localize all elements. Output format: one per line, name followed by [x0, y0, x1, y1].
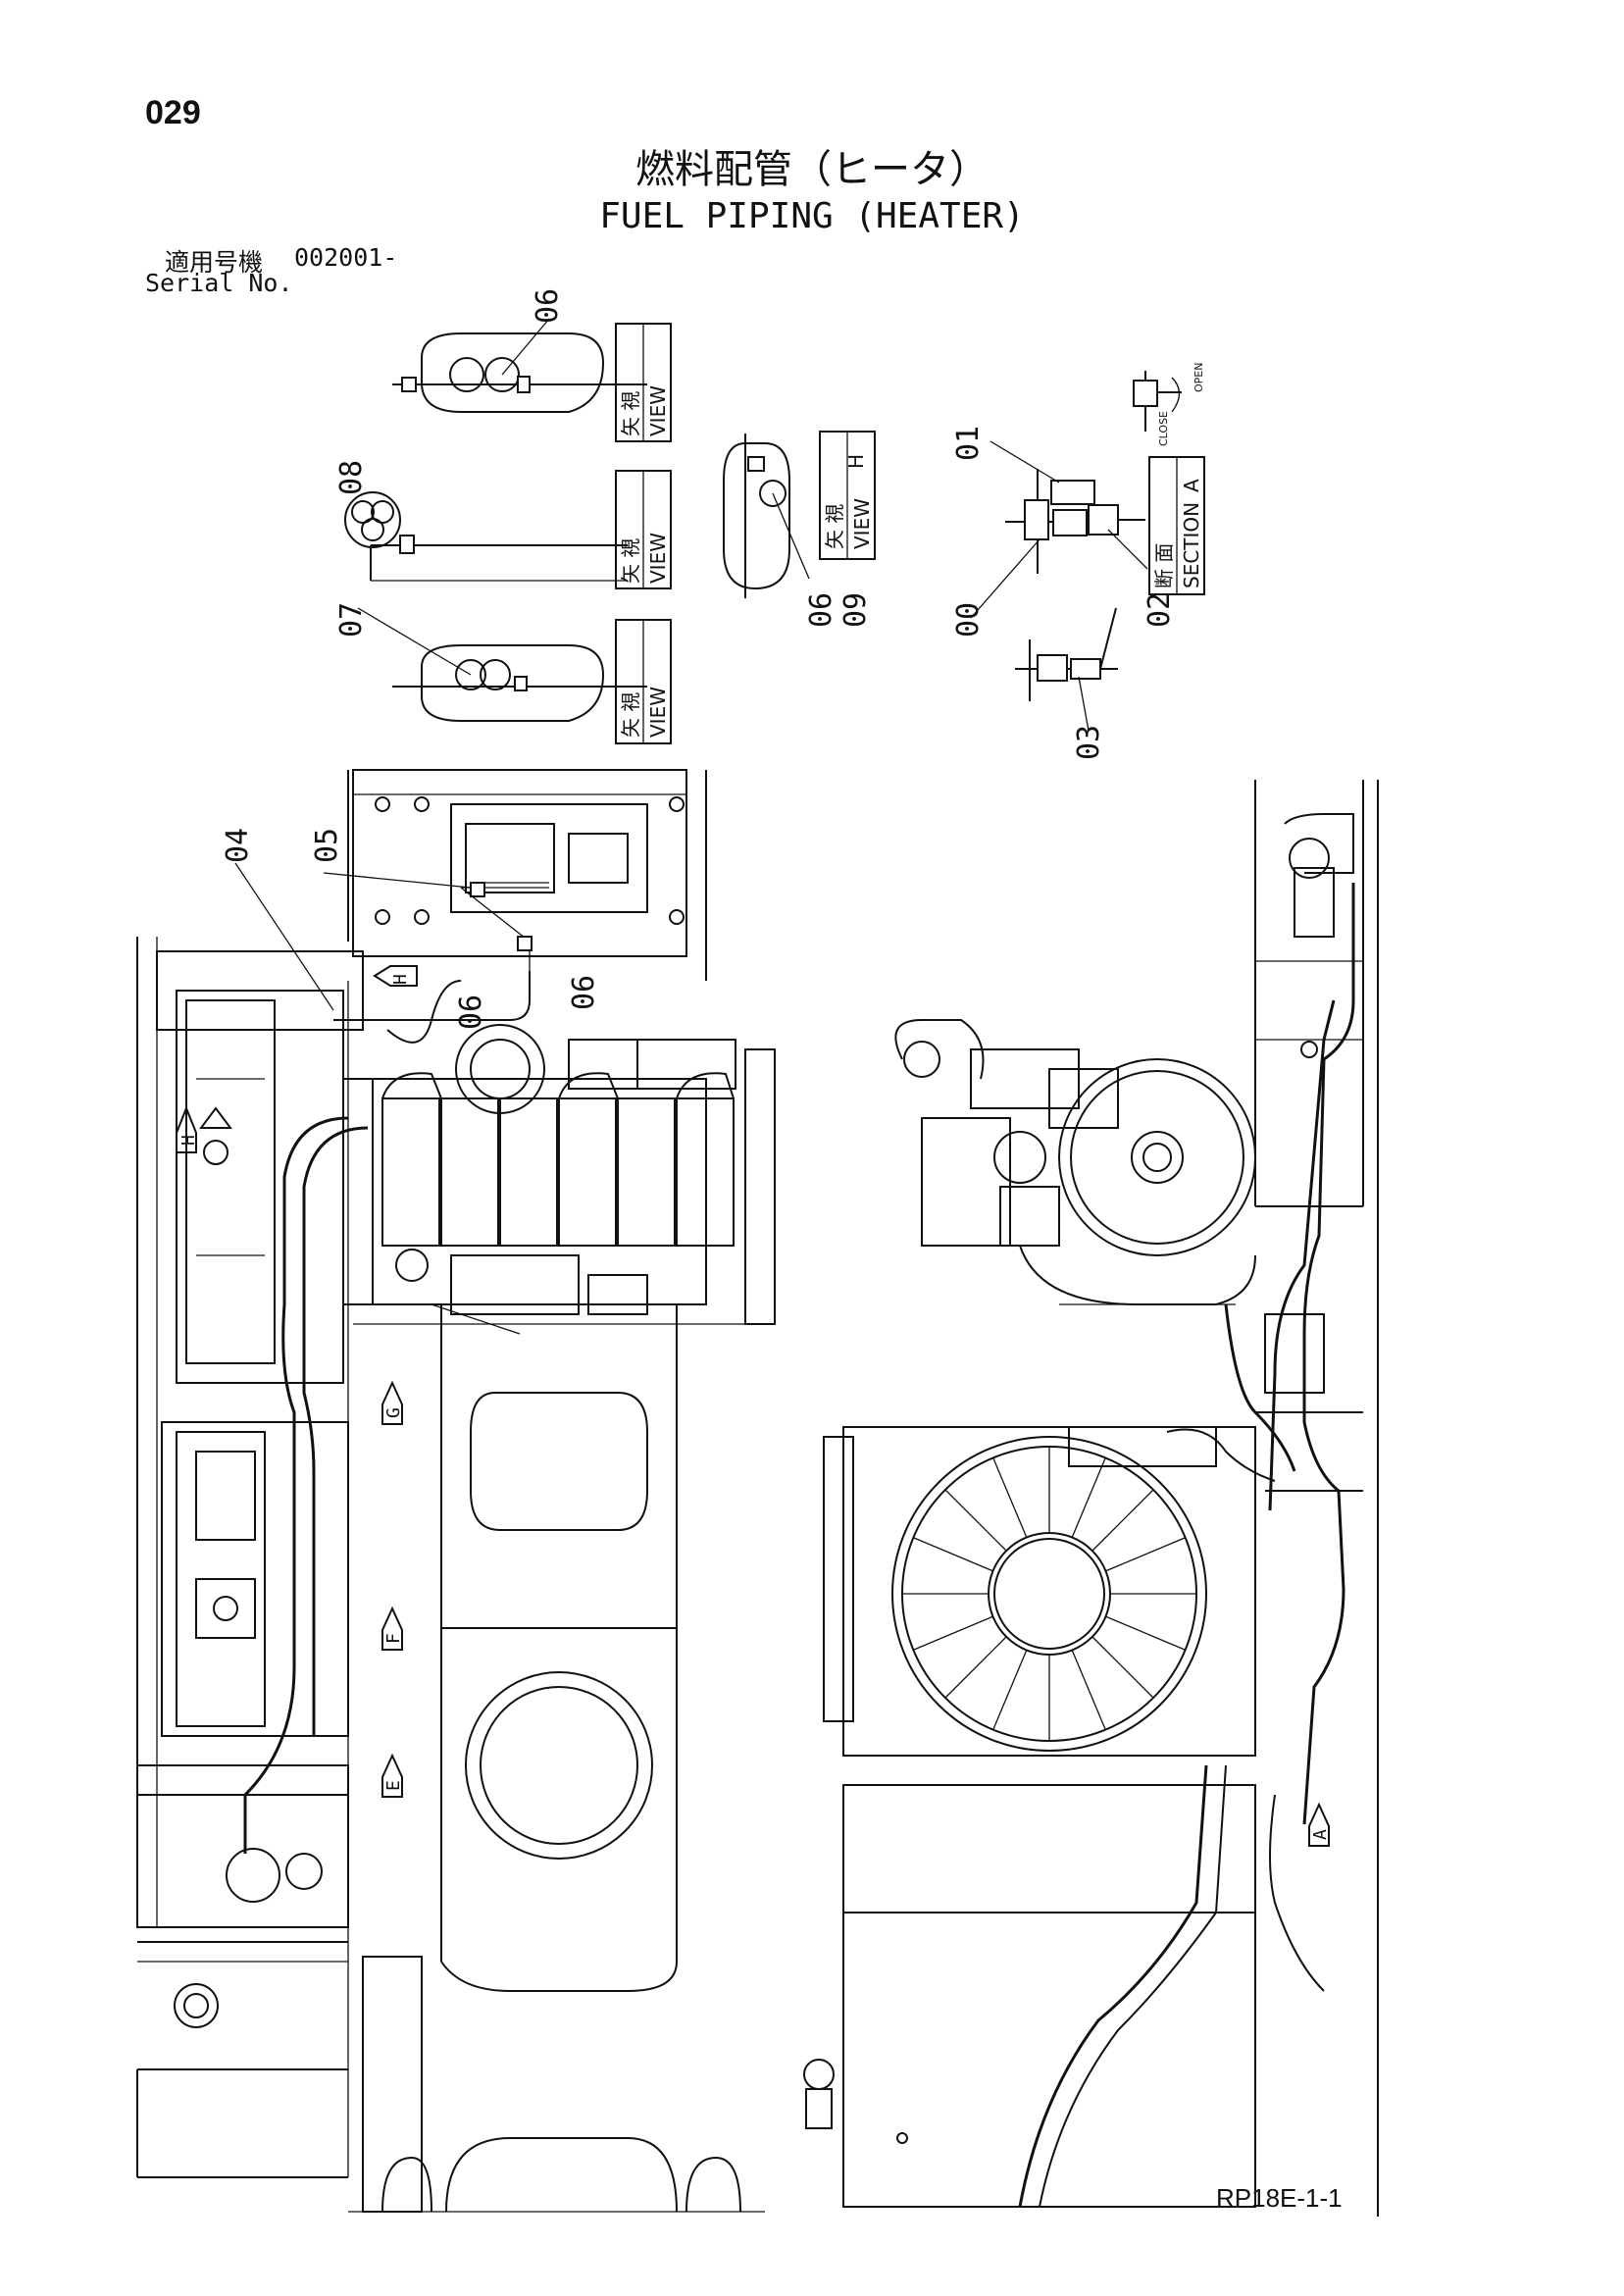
callout-02: 02	[1142, 592, 1177, 628]
svg-text:矢 視: 矢 視	[823, 504, 846, 549]
svg-text:H: H	[844, 454, 868, 469]
fuel-pipe-left: 04	[221, 828, 531, 1854]
svg-text:VIEW: VIEW	[646, 687, 670, 738]
radiator-fan	[823, 1426, 1256, 1757]
svg-text:矢 視: 矢 視	[619, 391, 642, 436]
detail-view-h: 06 09 矢 視 VIEW H	[723, 431, 876, 628]
fuel-pipe-right	[1018, 883, 1355, 2208]
direction-marker-a: A	[1308, 1802, 1331, 1847]
callout-03: 03	[1072, 725, 1106, 760]
view-box-1: 矢 視 VIEW	[615, 323, 672, 442]
callout-05: 05	[310, 828, 344, 863]
svg-text:VIEW: VIEW	[850, 498, 874, 549]
right-frame	[1254, 780, 1379, 2217]
svg-text:SECTION: SECTION	[1180, 502, 1203, 588]
svg-text:矢 視: 矢 視	[619, 692, 642, 738]
direction-marker-f: F	[381, 1606, 404, 1651]
svg-text:H: H	[178, 1135, 199, 1146]
detail-view-08: 08	[334, 460, 628, 582]
right-engine-front	[894, 1019, 1256, 1305]
section-a-view: 01 00 02 断 面 SECTION A CLOSE OPEN 03	[951, 363, 1205, 760]
detail-view-06: 06	[392, 288, 647, 413]
callout-08: 08	[334, 460, 369, 495]
callout-06-view-h: 06	[804, 592, 838, 628]
page-title-jp: 燃料配管（ヒータ）	[635, 147, 989, 192]
svg-text:A: A	[1180, 479, 1203, 492]
callout-06-engine: 06	[567, 975, 601, 1010]
callout-07: 07	[334, 602, 369, 638]
fuel-tank-right	[803, 1784, 1256, 2208]
direction-marker-h-top: H	[373, 965, 418, 987]
view-box-2: 矢 視 VIEW	[615, 470, 672, 589]
svg-text:VIEW: VIEW	[646, 533, 670, 584]
callout-04: 04	[221, 828, 255, 863]
view-box-3: 矢 視 VIEW	[615, 619, 672, 744]
svg-text:F: F	[383, 1633, 404, 1644]
svg-text:H: H	[390, 974, 411, 985]
svg-text:VIEW: VIEW	[646, 385, 670, 436]
serial-label-jp: 適用号機	[165, 248, 264, 277]
svg-text:E: E	[383, 1780, 404, 1791]
svg-text:A: A	[1310, 1829, 1331, 1840]
svg-text:G: G	[383, 1407, 404, 1418]
svg-text:矢 視: 矢 視	[619, 538, 642, 584]
page-number: 029	[145, 94, 201, 131]
serial-value: 002001-	[294, 243, 398, 272]
callout-06-engine-left: 06	[454, 995, 488, 1030]
serial-label-en: Serial No.	[145, 269, 293, 297]
direction-marker-e: E	[381, 1753, 404, 1798]
page-title-en: FUEL PIPING (HEATER)	[599, 196, 1025, 236]
left-frame	[136, 937, 364, 2178]
callout-09: 09	[838, 592, 873, 628]
center-frame	[347, 770, 765, 2213]
svg-text:OPEN: OPEN	[1193, 363, 1205, 392]
callout-01: 01	[951, 426, 986, 461]
callout-00: 00	[951, 602, 986, 638]
svg-text:断 面: 断 面	[1152, 543, 1176, 588]
direction-marker-g: G	[381, 1380, 404, 1425]
svg-text:CLOSE: CLOSE	[1157, 411, 1170, 446]
detail-view-07: 07	[334, 602, 647, 722]
callout-06-top: 06	[531, 288, 565, 324]
direction-marker-h-left: H	[176, 1105, 199, 1153]
engine-block: 05 06 06	[310, 769, 776, 1335]
